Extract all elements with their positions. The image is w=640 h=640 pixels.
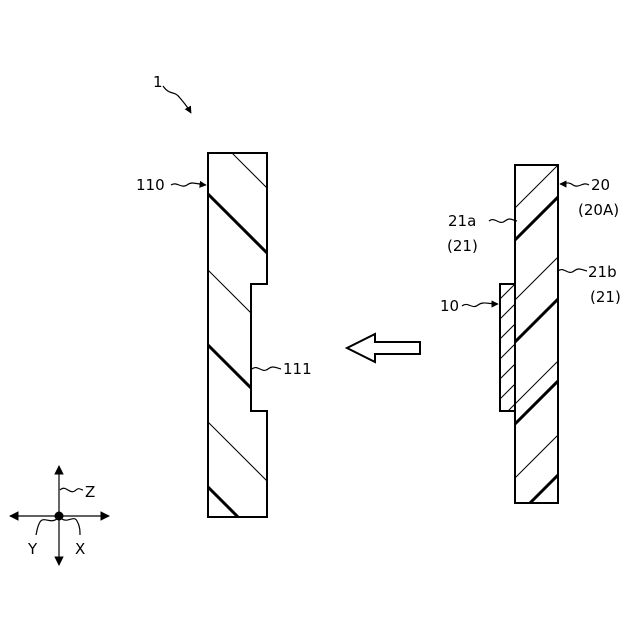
member-20-hatching [515,165,558,503]
label-member-20: 20 [591,176,610,194]
label-face-21a: 21a [448,212,476,230]
member-110-outline [208,153,267,517]
leader-member-20 [560,183,589,186]
label-face-21a-parent: (21) [447,237,478,255]
part-10 [500,284,515,419]
leader-assembly-1 [163,86,191,113]
label-axis-y: Y [27,540,38,558]
leader-face-21b [558,269,587,272]
label-recess-111: 111 [283,360,312,378]
leader-z-axis [60,488,83,491]
part-10-hatching [500,284,515,419]
member-110-hatching [208,153,267,517]
label-part-10: 10 [440,297,459,315]
label-axis-z: Z [85,483,95,501]
leader-member-110 [171,183,206,186]
coordinate-axes: Z Y X [10,466,109,565]
label-axis-x: X [75,540,85,558]
leader-recess-111 [252,367,281,370]
label-face-21b: 21b [588,263,617,281]
leader-face-21a [489,219,517,222]
label-member-20A: (20A) [578,201,619,219]
label-face-21b-parent: (21) [590,288,621,306]
leader-part-10 [462,303,498,307]
movement-arrow [347,334,420,362]
leader-x-axis [62,519,80,535]
member-20 [515,165,558,503]
leader-y-axis [36,519,57,535]
member-110 [208,153,267,517]
label-assembly-1: 1 [153,73,163,91]
label-member-110: 110 [136,176,165,194]
